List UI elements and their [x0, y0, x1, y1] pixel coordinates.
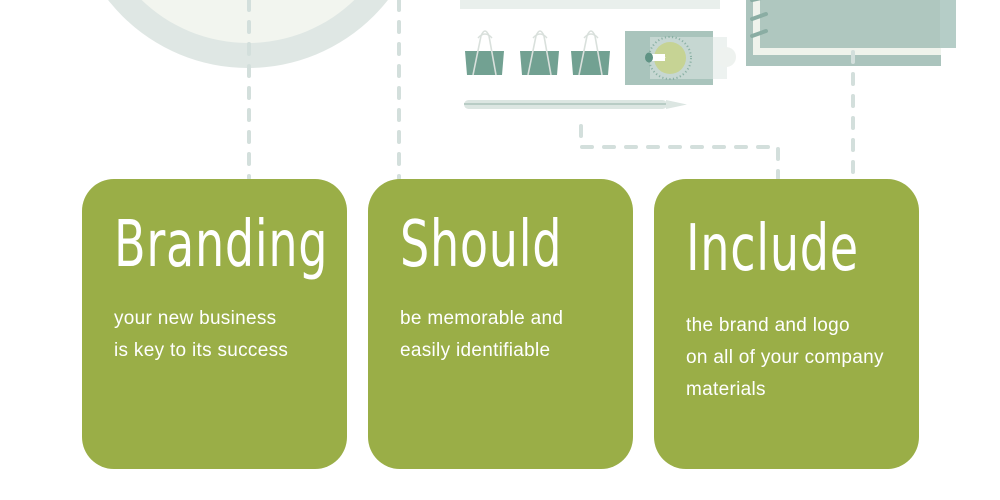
- card-line: your new business: [114, 308, 277, 329]
- card-line: materials: [686, 379, 766, 400]
- connector-include-pencil: [579, 124, 780, 180]
- lightbulb-icon: [625, 31, 736, 85]
- paper-strip-icon: [460, 0, 720, 9]
- notebook-icon: [746, 0, 956, 66]
- card-description: be memorable and easily identifiable: [400, 303, 563, 367]
- card-line: be memorable and: [400, 308, 564, 329]
- card-title: Branding: [114, 208, 329, 282]
- card-line: the brand and logo: [686, 315, 850, 336]
- binder-clip-icon: [520, 30, 559, 76]
- card-title: Include: [686, 212, 859, 286]
- card-line: on all of your company: [686, 347, 884, 368]
- card-line: is key to its success: [114, 340, 289, 361]
- card-line: easily identifiable: [400, 340, 551, 361]
- card-title: Should: [400, 208, 563, 282]
- connector-lines: [247, 0, 855, 180]
- binder-clip-icon: [571, 30, 610, 76]
- card-description: your new business is key to its success: [114, 303, 288, 367]
- card-include: Include the brand and logo on all of you…: [654, 179, 919, 469]
- card-should: Should be memorable and easily identifia…: [368, 179, 633, 469]
- pencil-icon: [464, 100, 687, 109]
- card-branding: Branding your new business is key to its…: [82, 179, 347, 469]
- card-description: the brand and logo on all of your compan…: [686, 310, 884, 406]
- binder-clip-icon: [465, 30, 504, 76]
